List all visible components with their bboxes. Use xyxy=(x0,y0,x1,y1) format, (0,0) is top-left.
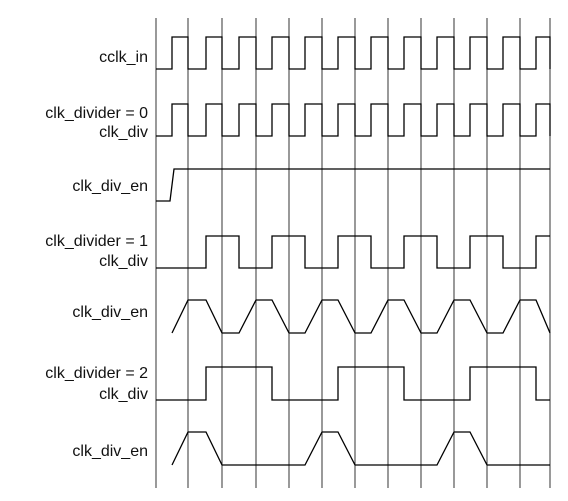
label-cclk-in: cclk_in xyxy=(99,49,148,66)
clk-div-en-1-waveform xyxy=(171,299,551,334)
label-clk-div-2: clk_div xyxy=(99,386,148,403)
signal-labels: cclk_in clk_divider = 0 clk_div clk_div_… xyxy=(45,49,148,460)
label-clk-divider-0: clk_divider = 0 xyxy=(45,105,148,122)
clock-edge-gridlines xyxy=(155,18,551,488)
clk-div-en-2-waveform xyxy=(171,431,550,466)
cclk-in-waveform xyxy=(156,36,551,70)
clk-div-1-waveform xyxy=(156,235,550,269)
label-clk-div-en-2: clk_div_en xyxy=(72,443,148,460)
clk-div-0-waveform xyxy=(156,103,551,137)
label-clk-div-en-1: clk_div_en xyxy=(72,304,148,321)
clk-div-2-waveform xyxy=(156,366,550,401)
label-clk-div-1: clk_div xyxy=(99,253,148,270)
label-clk-div-en-0: clk_div_en xyxy=(72,178,148,195)
label-clk-div-0: clk_div xyxy=(99,124,148,141)
label-clk-divider-1: clk_divider = 1 xyxy=(45,233,148,250)
clk-div-en-0-waveform xyxy=(156,168,550,202)
label-clk-divider-2: clk_divider = 2 xyxy=(45,365,148,382)
